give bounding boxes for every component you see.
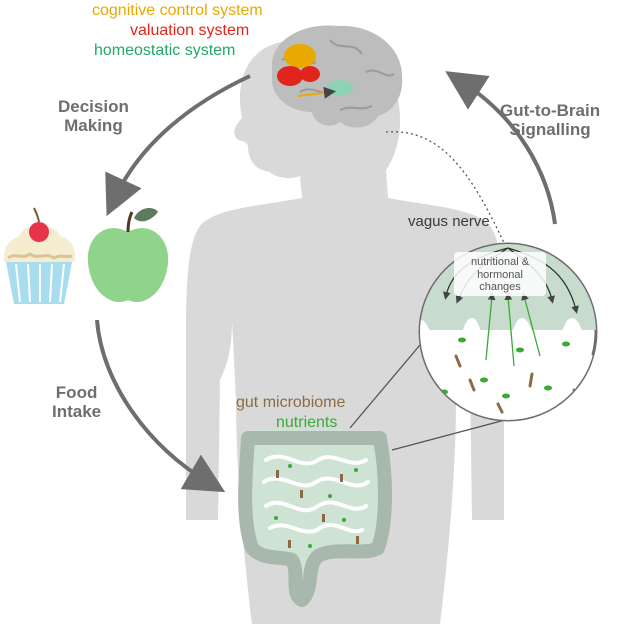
decision-making-label: Decision Making <box>58 97 129 135</box>
gut-to-brain-arrow <box>445 71 557 225</box>
changes-line2: hormonal <box>477 268 523 281</box>
decision-making-arrow <box>105 74 251 217</box>
changes-line3: changes <box>479 281 521 294</box>
decision-making-line1: Decision <box>58 97 129 116</box>
food-intake-line1: Food <box>55 383 98 402</box>
gut-to-brain-label: Gut-to-Brain Signalling <box>500 101 601 139</box>
gut-microbiome-label: gut microbiome <box>236 394 346 411</box>
apple-icon <box>87 208 169 303</box>
legend-homeostatic: homeostatic system <box>94 42 236 59</box>
decision-making-line2: Making <box>64 115 123 135</box>
gut-to-brain-line2: Signalling <box>509 119 591 139</box>
legend-valuation: valuation system <box>130 22 250 39</box>
vagus-nerve-label: vagus nerve <box>408 213 490 230</box>
nutrients-label: nutrients <box>276 414 338 431</box>
cupcake-icon <box>3 207 75 304</box>
gut-to-brain-line1: Gut-to-Brain <box>500 101 601 120</box>
food-intake-line2: Intake <box>52 401 102 421</box>
homeostatic-region <box>327 80 353 96</box>
cognitive-region <box>284 44 316 68</box>
legend-cognitive: cognitive control system <box>92 2 263 19</box>
intestines <box>238 429 392 607</box>
cycle-arrows <box>95 71 557 493</box>
changes-line1: nutritional & <box>470 256 530 268</box>
nutritional-hormonal-changes-label: nutritional & hormonal changes <box>456 256 544 294</box>
valuation-region-1 <box>277 66 303 86</box>
food-intake-arrow <box>95 319 226 493</box>
valuation-region-2 <box>300 66 320 82</box>
brain <box>271 25 403 128</box>
food-intake-label: Food Intake <box>52 383 102 421</box>
